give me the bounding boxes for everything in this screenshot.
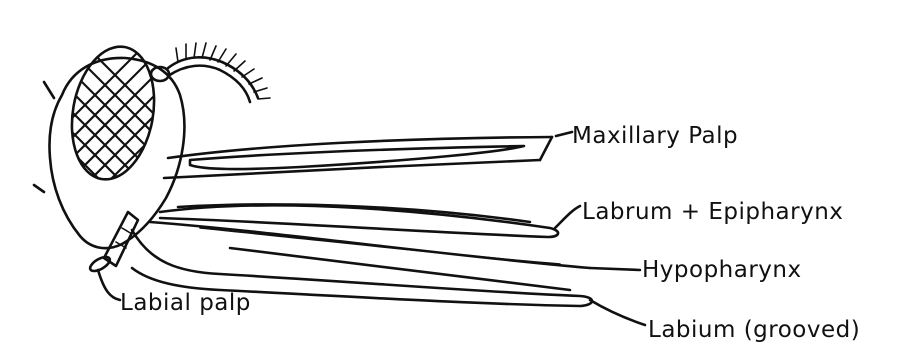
label-labrum-epipharynx: Labrum + Epipharynx (582, 199, 843, 225)
label-maxillary-palp: Maxillary Palp (572, 123, 738, 149)
head-capsule (34, 58, 184, 248)
label-hypopharynx: Hypopharynx (642, 257, 802, 283)
antenna (151, 43, 270, 102)
labial-palp-structure (88, 212, 138, 274)
label-labial-palp: Labial palp (120, 290, 251, 316)
labrum-epipharynx-structure (160, 204, 558, 237)
maxillary-palp-structure (164, 137, 552, 178)
label-labium: Labium (grooved) (648, 317, 860, 343)
